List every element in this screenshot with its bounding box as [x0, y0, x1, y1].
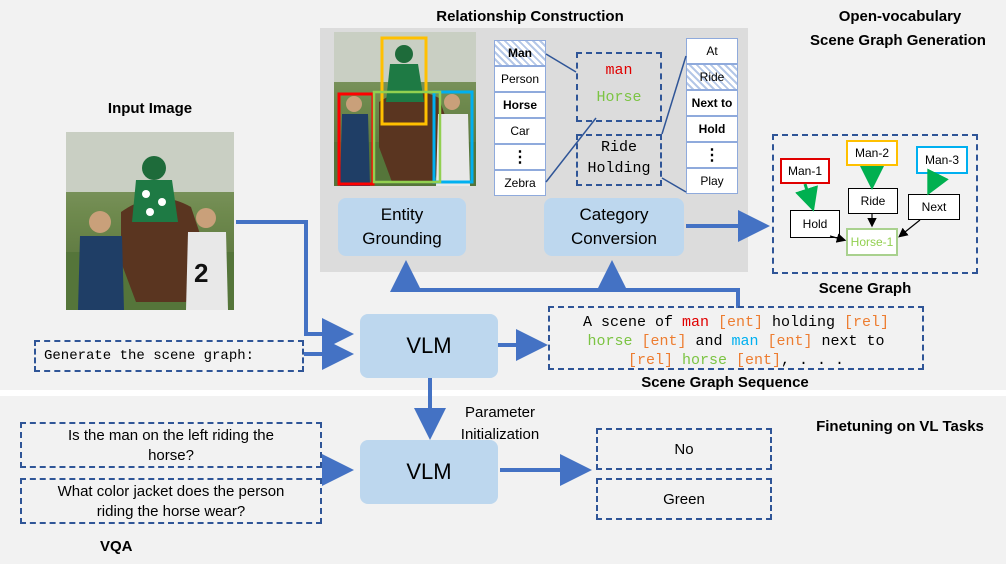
param-init-line1: Parameter [464, 404, 536, 421]
entity-item: Man [494, 40, 546, 66]
param-init-line2: Initialization [460, 426, 540, 443]
question-2-line2: riding the horse wear? [96, 503, 246, 520]
open-vocab-title-line2: Scene Graph Generation [810, 32, 986, 49]
scene-graph-frame [772, 134, 978, 274]
seq-text: and [686, 333, 732, 350]
input-image-title: Input Image [107, 100, 193, 117]
seq-text [759, 333, 768, 350]
seq-ent-word: horse [587, 333, 633, 350]
seq-text: , . . . [781, 352, 845, 369]
node-man-2: Man-2 [846, 140, 898, 166]
grounded-image [334, 32, 476, 186]
finetuning-title: Finetuning on VL Tasks [816, 418, 984, 435]
category-conversion-line2: Conversion [571, 229, 657, 248]
answer-1-text: No [674, 440, 694, 458]
entity-item: Person [494, 66, 546, 92]
answer-1-box: No [596, 428, 772, 470]
relation-item: Next to [686, 90, 738, 116]
relation-item: Play [686, 168, 738, 194]
prompt-text: Generate the scene graph: [44, 348, 255, 364]
seq-text [673, 352, 682, 369]
seq-ent-token: [ent] [718, 314, 764, 331]
relation-word-ride: Ride [600, 139, 637, 156]
vlm-pretrain: VLM [360, 314, 498, 378]
entity-item: Horse [494, 92, 546, 118]
entity-grounding-line1: Entity [380, 205, 424, 224]
seq-ent-word: man [731, 333, 759, 350]
sequence-box: A scene of man [ent] holding [rel] horse… [548, 306, 924, 370]
param-init-label: Parameter Initialization [440, 402, 560, 446]
relationship-construction-title: Relationship Construction [436, 8, 624, 25]
prompt-box: Generate the scene graph: [34, 340, 304, 372]
relation-word-holding: Holding [587, 160, 651, 177]
entity-word-horse: Horse [596, 89, 642, 106]
sequence-line-3: [rel] horse [ent], . . . [550, 351, 922, 370]
vlm-pretrain-label: VLM [406, 333, 452, 358]
scene-graph-title: Scene Graph [818, 280, 912, 297]
vqa-title: VQA [100, 538, 133, 555]
question-1-line1: Is the man on the left riding the [68, 427, 274, 444]
entity-grounding-module: Entity Grounding [338, 198, 466, 256]
bottom-panel [0, 396, 1006, 564]
category-conversion-line1: Category [579, 205, 649, 224]
seq-ent-word: horse [681, 352, 727, 369]
node-hold: Hold [790, 210, 840, 238]
open-vocab-title-line1: Open-vocabulary [838, 8, 962, 25]
sequence-line-1: A scene of man [ent] holding [rel] [550, 313, 922, 332]
seq-text: next to [812, 333, 885, 350]
relation-list: At Ride Next to Hold ⋮ Play [686, 38, 738, 194]
answer-2-box: Green [596, 478, 772, 520]
svg-text:2: 2 [194, 258, 208, 288]
relation-item: Hold [686, 116, 738, 142]
entity-word-box: man Horse [576, 52, 662, 122]
node-man-1: Man-1 [780, 158, 830, 184]
answer-2-text: Green [663, 490, 705, 508]
relation-item: ⋮ [686, 142, 738, 168]
seq-text [709, 314, 718, 331]
node-man-3: Man-3 [916, 146, 968, 174]
seq-ent-token: [ent] [641, 333, 687, 350]
seq-text: holding [763, 314, 845, 331]
entity-list: Man Person Horse Car ⋮ Zebra [494, 40, 546, 196]
node-next: Next [908, 194, 960, 220]
relation-item: At [686, 38, 738, 64]
seq-text: A scene of [582, 314, 682, 331]
node-ride: Ride [848, 188, 898, 214]
sequence-line-2: horse [ent] and man [ent] next to [550, 332, 922, 351]
entity-grounding-line2: Grounding [362, 229, 442, 248]
seq-rel-token: [rel] [627, 352, 673, 369]
entity-item: ⋮ [494, 144, 546, 170]
entity-item: Zebra [494, 170, 546, 196]
scene-graph-sequence-title: Scene Graph Sequence [641, 374, 809, 391]
question-2-box: What color jacket does the person riding… [20, 478, 322, 524]
entity-word-man: man [605, 62, 633, 79]
seq-ent-word: man [681, 314, 709, 331]
seq-text [727, 352, 736, 369]
relation-word-box: Ride Holding [576, 134, 662, 186]
seq-ent-token: [ent] [767, 333, 813, 350]
seq-rel-token: [rel] [844, 314, 890, 331]
category-conversion-module: Category Conversion [544, 198, 684, 256]
input-image: 2 [66, 132, 234, 310]
relation-item: Ride [686, 64, 738, 90]
vlm-finetune: VLM [360, 440, 498, 504]
question-1-line2: horse? [148, 447, 194, 464]
vlm-finetune-label: VLM [406, 459, 452, 484]
entity-item: Car [494, 118, 546, 144]
question-2-line1: What color jacket does the person [57, 483, 285, 500]
seq-ent-token: [ent] [736, 352, 782, 369]
node-horse-1: Horse-1 [846, 228, 898, 256]
question-1-box: Is the man on the left riding the horse? [20, 422, 322, 468]
